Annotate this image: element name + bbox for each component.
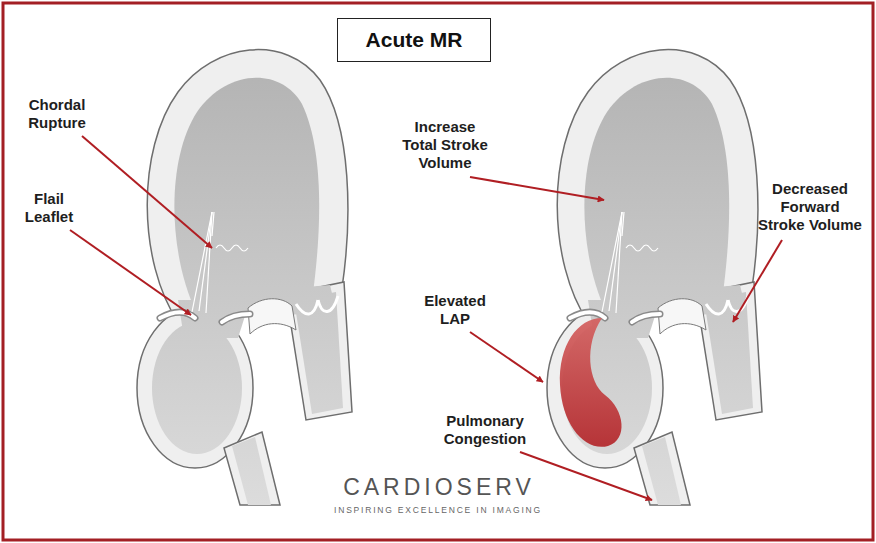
mitral-leaflets: [160, 312, 250, 322]
leader-line: [470, 332, 543, 382]
heart-drawing: [137, 50, 352, 505]
leader-line: [82, 136, 212, 248]
leader-line: [70, 230, 191, 315]
heart-drawing: [547, 50, 762, 505]
leader-line: [733, 240, 782, 322]
callout-label: Increase Total Stroke Volume: [397, 118, 493, 172]
logo-text: CARDIOSERV: [289, 474, 589, 500]
aortic-valve: [296, 296, 338, 314]
vein-lumen: [232, 437, 271, 505]
frame: [3, 3, 873, 540]
callout-label: Decreased Forward Stroke Volume: [756, 180, 864, 234]
mitral-opening: [178, 300, 250, 338]
chordae: [192, 212, 248, 313]
callout-label: Pulmonary Congestion: [437, 412, 533, 448]
leader-lines: [70, 136, 782, 500]
callout-label: Chordal Rupture: [17, 96, 97, 132]
diagram-title: Acute MR: [337, 18, 491, 62]
annulus: [248, 299, 296, 334]
regurgitant-jet: [560, 318, 622, 447]
tagline: INSPIRING EXCELLENCE IN IMAGING: [288, 505, 588, 515]
leader-line: [520, 452, 652, 500]
atrium-cavity: [152, 322, 242, 454]
callout-label: Flail Leaflet: [18, 190, 80, 226]
ventricle-cavity: [174, 78, 319, 312]
callout-label: Elevated LAP: [419, 292, 491, 328]
ventricle-wall: [147, 50, 348, 322]
vein-wall: [224, 432, 280, 505]
leader-line: [470, 177, 604, 200]
